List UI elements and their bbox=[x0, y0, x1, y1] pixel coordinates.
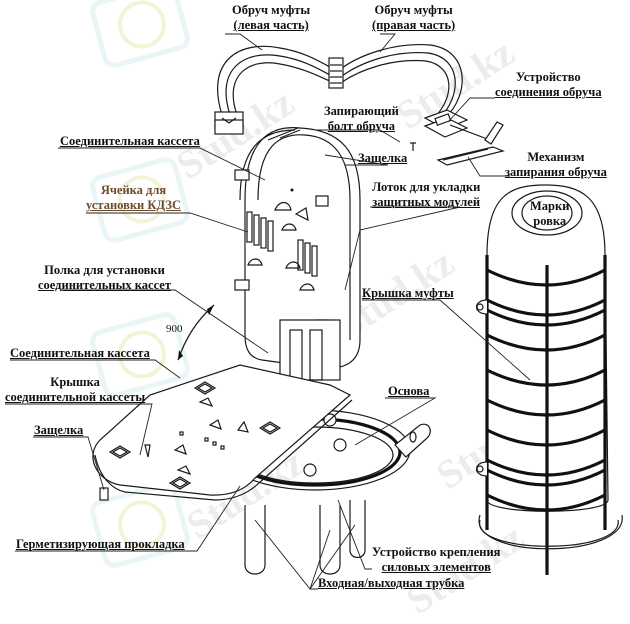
base-drawing bbox=[219, 319, 431, 575]
label-splice-cassette-top: Соединительная кассета bbox=[60, 134, 200, 149]
hoop-lock-drawing bbox=[410, 109, 505, 166]
label-line: соединительных кассет bbox=[38, 278, 171, 292]
label-strength-member-mount: Устройство крепления силовых элементов bbox=[372, 545, 500, 575]
label-line: Соединительная кассета bbox=[60, 134, 200, 148]
label-locking-bolt: Запирающий болт обруча bbox=[324, 104, 399, 134]
label-line: Крышка bbox=[50, 375, 100, 389]
label-line: Полка для установки bbox=[44, 263, 165, 277]
label-closure-cover: Крышка муфты bbox=[362, 286, 454, 301]
label-line: Соединительная кассета bbox=[10, 346, 150, 360]
label-module-tray: Лоток для укладки защитных модулей bbox=[372, 180, 480, 210]
closure-cover-drawing bbox=[475, 184, 623, 575]
label-base: Основа bbox=[388, 384, 429, 399]
label-line: Обруч муфты bbox=[374, 3, 453, 17]
label-latch-lower: Защелка bbox=[34, 423, 83, 438]
label-line: (правая часть) bbox=[372, 18, 456, 32]
label-kdzs-cell: Ячейка для установки КДЗС bbox=[86, 183, 181, 213]
label-line: установки КДЗС bbox=[86, 198, 181, 212]
label-line: силовых элементов bbox=[381, 560, 491, 574]
label-sealing-gasket: Герметизирующая прокладка bbox=[16, 537, 185, 552]
label-angle: 900 bbox=[166, 322, 183, 337]
label-latch-top: Защелка bbox=[358, 151, 407, 166]
label-line: Лоток для укладки bbox=[372, 180, 481, 194]
label-line: (левая часть) bbox=[233, 18, 309, 32]
leader-lines bbox=[5, 33, 531, 590]
label-line: Обруч муфты bbox=[232, 3, 311, 17]
label-hoop-left: Обруч муфты (левая часть) bbox=[232, 3, 310, 33]
label-line: Защелка bbox=[358, 151, 408, 165]
label-line: запирания обруча bbox=[505, 165, 607, 179]
label-line: Устройство крепления bbox=[372, 545, 501, 559]
label-line: болт обруча bbox=[327, 119, 396, 133]
label-line: ровка bbox=[533, 214, 567, 228]
label-cassette-cover: Крышка соединительной кассеты bbox=[5, 375, 145, 405]
hoop-drawing bbox=[214, 43, 463, 135]
label-hoop-right: Обруч муфты (правая часть) bbox=[372, 3, 455, 33]
label-marking: Марки ровка bbox=[530, 199, 569, 229]
label-cassette-shelf: Полка для установки соединительных кассе… bbox=[38, 263, 171, 293]
drawing bbox=[5, 33, 623, 590]
label-line: Герметизирующая прокладка bbox=[16, 537, 185, 551]
label-line: Механизм bbox=[527, 150, 585, 164]
label-line: защитных модулей bbox=[372, 195, 481, 209]
label-line: Ячейка для bbox=[100, 183, 167, 197]
label-line: Запирающий bbox=[324, 104, 399, 118]
label-line: Устройство bbox=[515, 70, 581, 84]
label-line: Основа bbox=[388, 384, 430, 398]
label-line: Защелка bbox=[34, 423, 84, 437]
label-hoop-connector: Устройство соединения обруча bbox=[495, 70, 602, 100]
label-io-tube: Входная/выходная трубка bbox=[318, 576, 464, 591]
label-line: соединительной кассеты bbox=[5, 390, 146, 404]
label-line: Входная/выходная трубка bbox=[318, 576, 465, 590]
label-line: Марки bbox=[530, 199, 570, 213]
cassette-stack-drawing bbox=[234, 127, 361, 369]
diagram-canvas: Stud.kz Stud.kz Stud.kz Stud.kz Stud.kz … bbox=[0, 0, 630, 600]
cassette-cover-drawing bbox=[92, 364, 353, 501]
label-hoop-lock-mechanism: Механизм запирания обруча bbox=[505, 150, 607, 180]
label-line: Крышка муфты bbox=[362, 286, 454, 300]
label-line: соединения обруча bbox=[495, 85, 602, 99]
label-splice-cassette-lower: Соединительная кассета bbox=[10, 346, 150, 361]
label-line: 900 bbox=[166, 323, 183, 335]
